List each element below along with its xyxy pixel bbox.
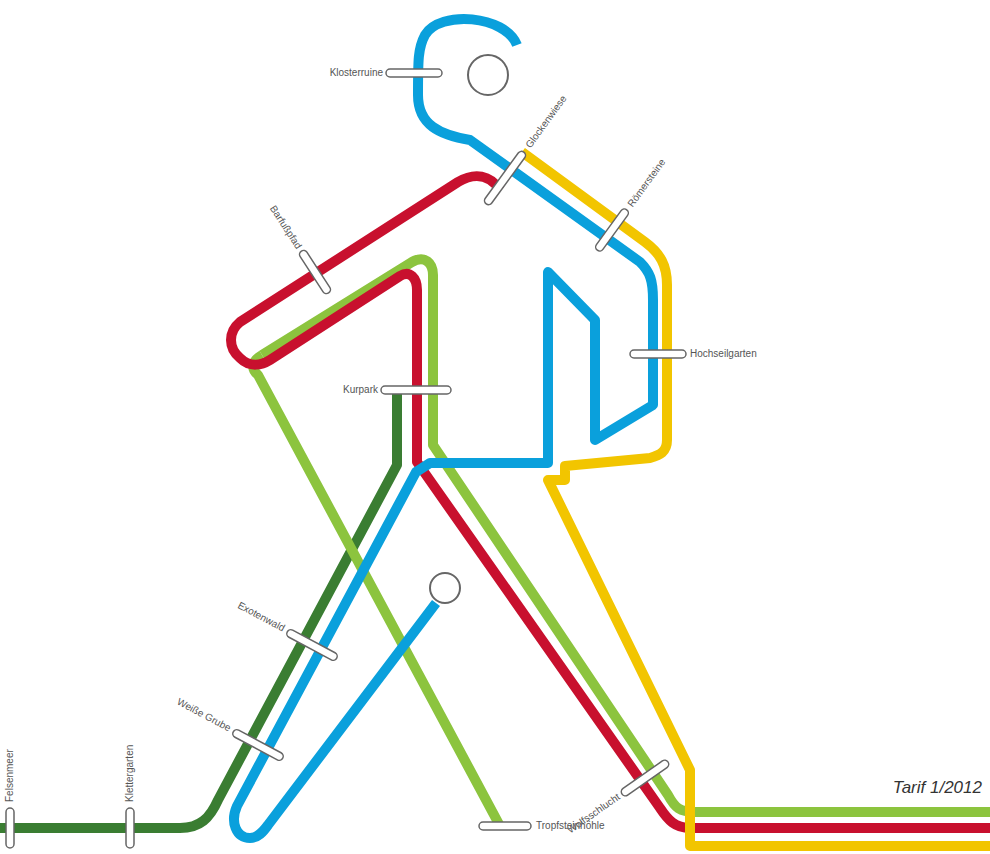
station-marker [630,350,686,358]
station-marker [620,759,670,798]
knee-circle [430,573,460,603]
station-name: Glockenwiese [523,93,569,150]
station-name: Hochseilgarten [690,348,757,360]
station-name: Weiße Grube [175,696,233,734]
station-name: Felsenmeer [4,749,16,802]
station-name: Kurpark [343,384,378,396]
station-marker [479,822,531,830]
light-green-line [262,259,990,812]
station-marker [386,69,442,77]
station-marker [6,808,14,848]
station-name: Klettergarten [124,745,136,802]
station-marker [594,207,630,252]
yellow-line [522,152,990,846]
light-green-branch [253,355,500,826]
station-name: Barfußpfad [267,203,304,251]
station-name: Tropfsteinhöhle [536,820,605,832]
station-marker [231,728,284,761]
station-marker [381,386,451,394]
station-name: Römersteine [625,157,668,210]
station-marker [126,808,134,848]
station-name: Exotenwald [236,599,287,634]
station-marker [483,150,527,206]
station-marker [298,249,332,295]
station-name: Klosterruine [330,67,383,79]
station-marker [285,628,338,661]
head-circle [468,55,508,95]
blue-line [234,19,653,838]
caption-text: Tarif 1/2012 [893,778,982,798]
